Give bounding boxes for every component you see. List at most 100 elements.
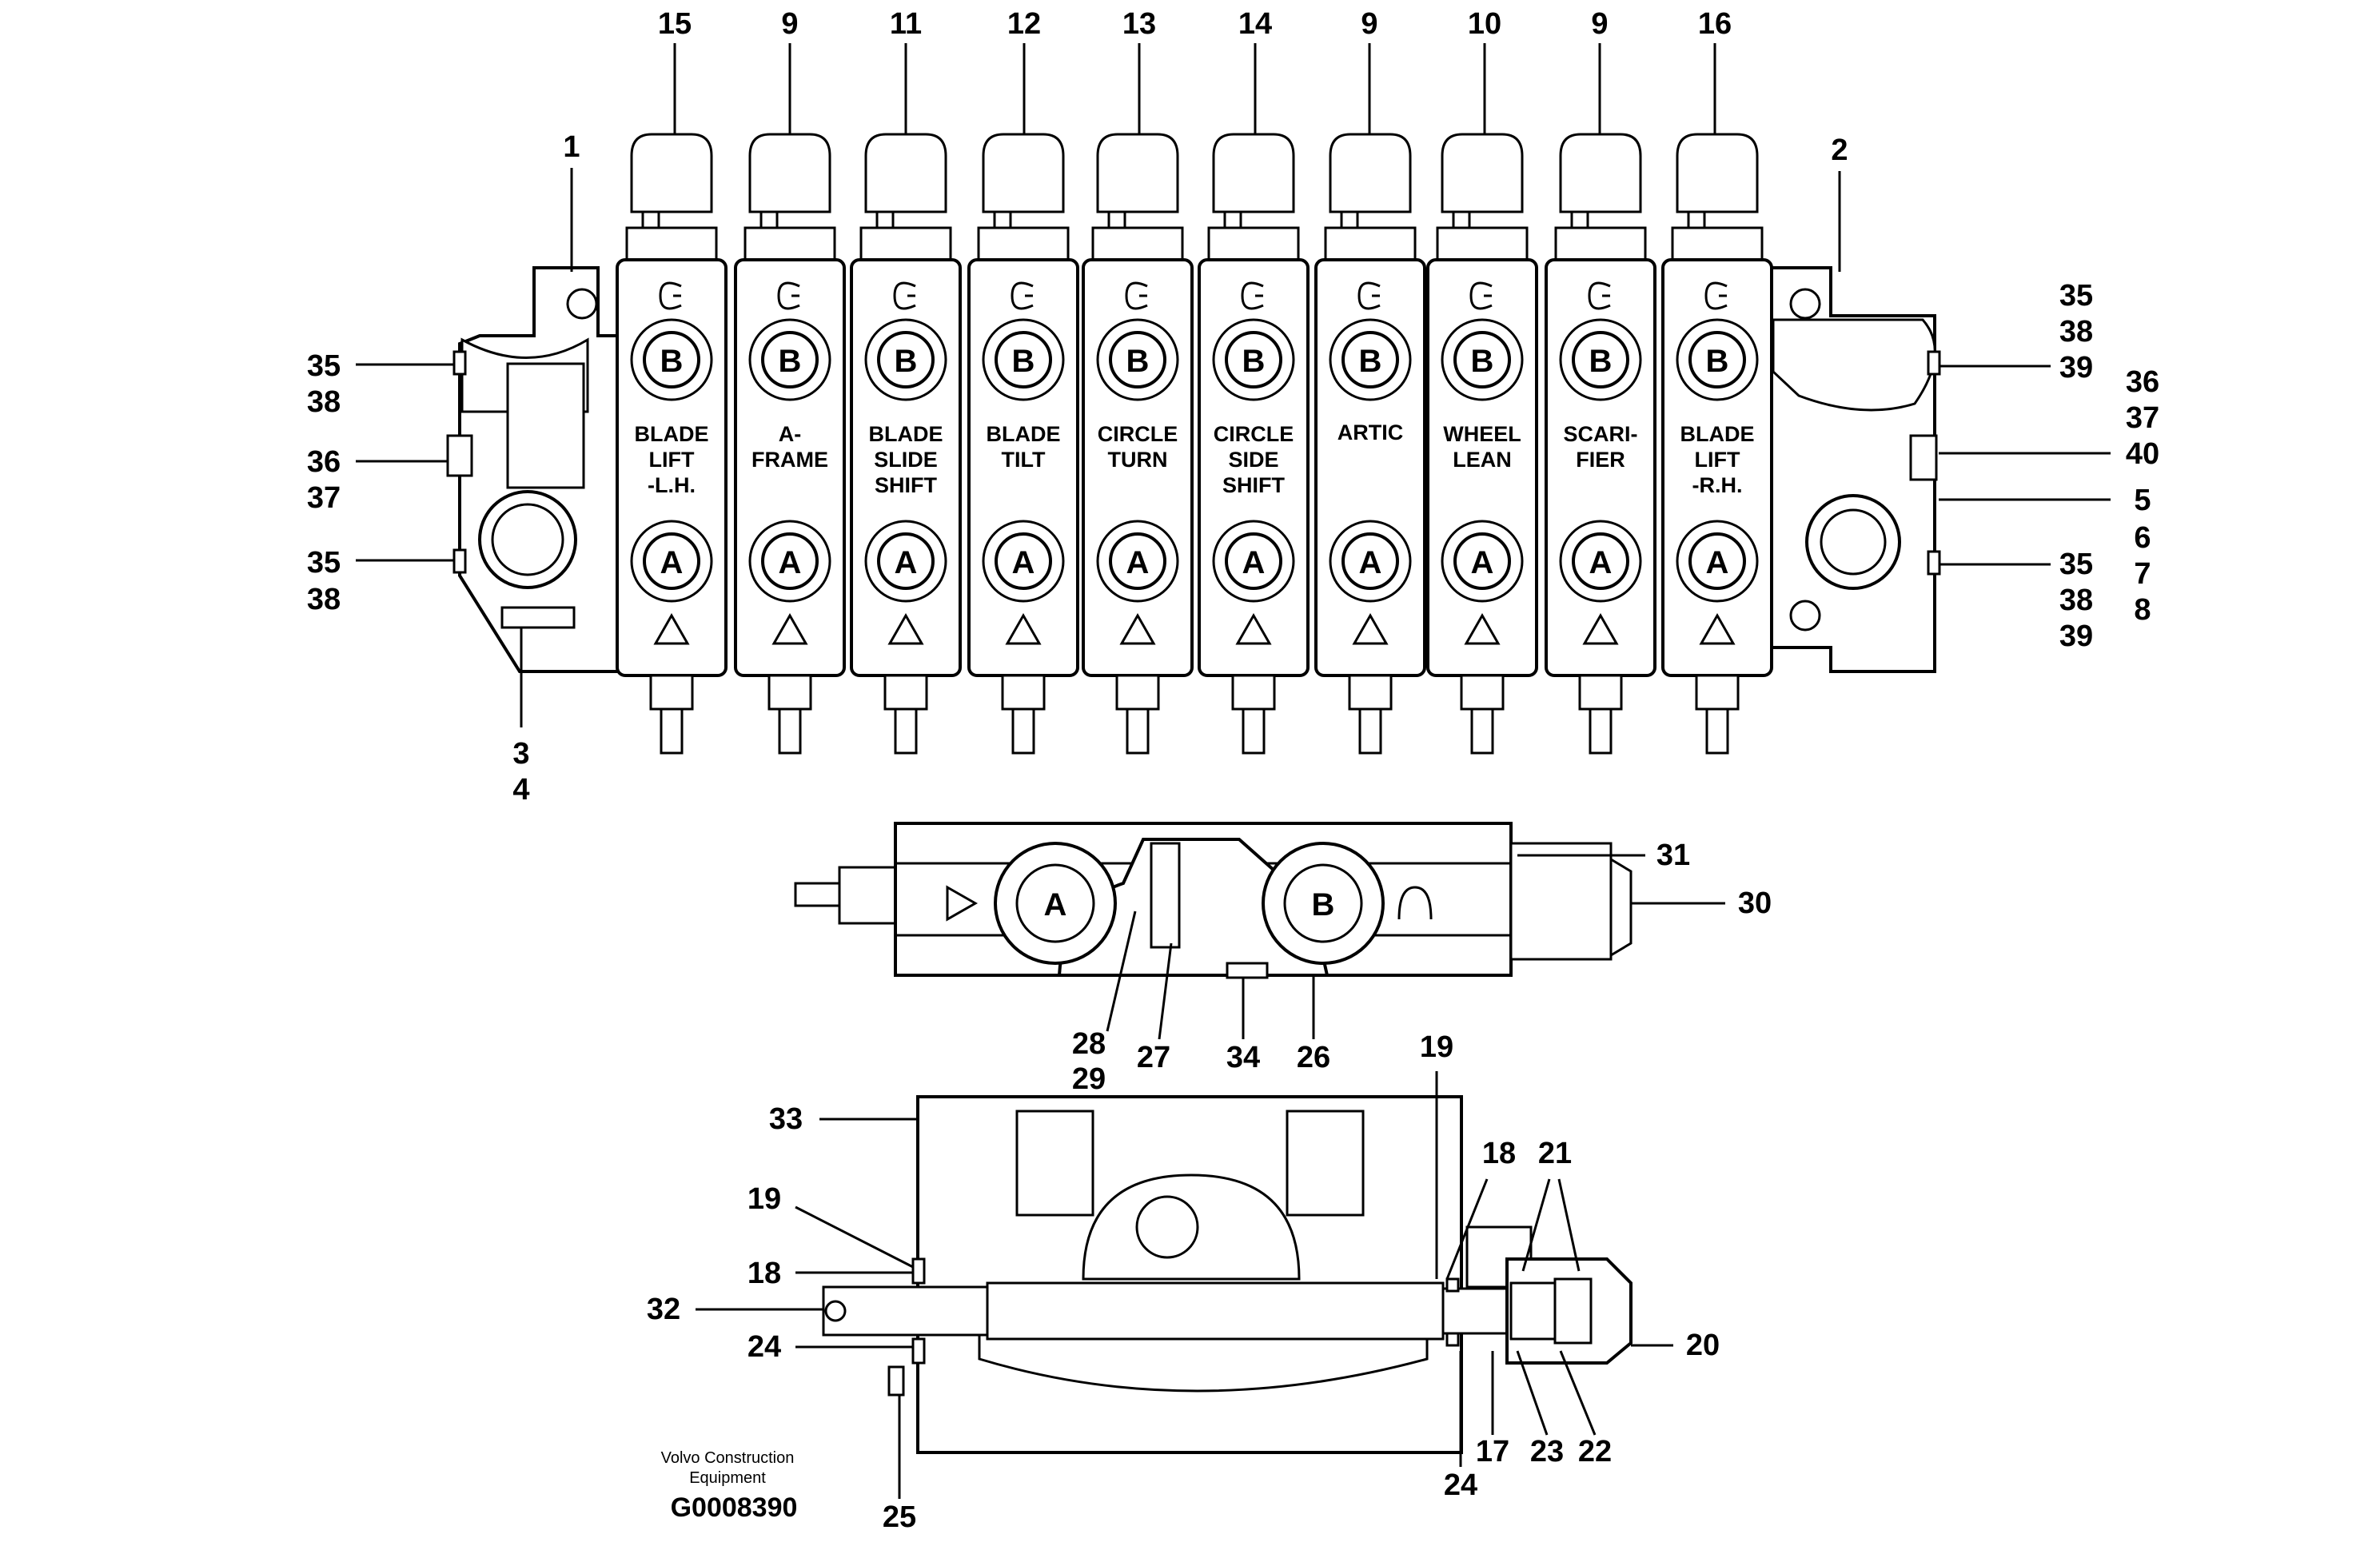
callout-number: 26 — [1297, 1041, 1330, 1074]
callout-number: 28 — [1072, 1027, 1106, 1061]
solenoid-tab — [1687, 210, 1706, 229]
inlet-bolt — [452, 350, 467, 376]
section-label: BLADE — [1680, 422, 1755, 446]
lower-passage — [978, 1325, 1429, 1393]
spool-end-cap — [838, 866, 897, 925]
spool-collar — [1115, 674, 1160, 711]
callout-number: 35 — [307, 546, 341, 580]
solenoid-tab — [641, 210, 660, 229]
callout-number: 38 — [307, 385, 341, 419]
callout-number: 17 — [1476, 1435, 1509, 1468]
callout-number: 14 — [1238, 7, 1272, 41]
side-port-a — [1015, 863, 1095, 943]
port-a — [643, 532, 700, 590]
solenoid-cap — [1096, 133, 1179, 213]
callout-number: 32 — [647, 1293, 680, 1326]
spool-end — [660, 707, 684, 755]
port-a — [1688, 532, 1746, 590]
callout-number: 22 — [1578, 1435, 1612, 1468]
port-b-label: B — [1706, 344, 1729, 379]
spool-collar — [1001, 674, 1046, 711]
valve-stack-top-view: BBLADELIFT-L.H.ABA-FRAMEABBLADESLIDESHIF… — [446, 133, 1941, 755]
port-a — [1109, 532, 1166, 590]
callout-number: 21 — [1538, 1137, 1572, 1170]
caption-company: Volvo Construction — [661, 1449, 795, 1467]
section-label: FIER — [1576, 448, 1625, 472]
spool-end — [1011, 707, 1035, 755]
section-label: FRAME — [751, 448, 828, 472]
spool-end — [1358, 707, 1382, 755]
section-label: -L.H. — [648, 473, 696, 497]
solenoid-cap — [748, 133, 831, 213]
inlet-boss — [506, 362, 585, 489]
spool-rod — [822, 1285, 989, 1337]
port-b — [995, 331, 1052, 389]
callout-number: 35 — [2059, 548, 2093, 581]
solenoid-base — [1436, 226, 1529, 261]
callout-number: 38 — [307, 583, 341, 616]
solenoid-base — [1091, 226, 1184, 261]
section-label: CIRCLE — [1098, 422, 1178, 446]
section-label: LIFT — [649, 448, 695, 472]
solenoid-tab — [1340, 210, 1359, 229]
callout-number: 4 — [512, 773, 529, 807]
callout-number: 18 — [1482, 1137, 1516, 1170]
port-b-label: B — [1242, 344, 1266, 379]
c-mark-icon — [1704, 281, 1728, 310]
port-cavity-left — [1015, 1110, 1094, 1217]
callout-number: 39 — [2059, 620, 2093, 653]
port-b — [877, 331, 935, 389]
o-ring — [1445, 1332, 1460, 1347]
callout-number: 30 — [1738, 887, 1772, 920]
port-b-label: B — [1589, 344, 1613, 379]
spool-end — [1589, 707, 1613, 755]
callout-number: 1 — [563, 130, 580, 164]
spool-collar — [1460, 674, 1505, 711]
spool-end — [1242, 707, 1266, 755]
arrow-triangle-icon — [887, 612, 924, 645]
callout-number: 9 — [1361, 7, 1377, 41]
solenoid-tab — [1107, 210, 1126, 229]
spool-collar — [1231, 674, 1276, 711]
arrow-triangle-icon — [1005, 612, 1042, 645]
callout-number: 27 — [1137, 1041, 1170, 1074]
callout-number: 37 — [2126, 401, 2159, 435]
outlet-cover — [1772, 318, 1936, 412]
callout-number: 25 — [883, 1500, 916, 1534]
spool-collar — [1578, 674, 1623, 711]
callout-number: 34 — [1226, 1041, 1260, 1074]
outlet-bolt — [1927, 350, 1941, 376]
spool-end — [1126, 707, 1150, 755]
inlet-port — [491, 503, 564, 576]
c-mark-icon — [1241, 281, 1264, 310]
inlet-nut — [446, 434, 473, 477]
port-b — [643, 331, 700, 389]
spool-collar — [649, 674, 694, 711]
callout-number: 35 — [307, 349, 341, 383]
callout-number: 13 — [1122, 7, 1156, 41]
section-label: ARTIC — [1338, 420, 1404, 444]
solenoid-tab — [875, 210, 895, 229]
callout-number: 20 — [1686, 1329, 1720, 1362]
c-mark-icon — [1469, 281, 1493, 310]
wiper-seal — [911, 1337, 926, 1365]
callout-number: 11 — [890, 7, 922, 41]
callout-number: 36 — [2126, 365, 2159, 399]
spring-seat — [1553, 1277, 1593, 1345]
solenoid-base — [859, 226, 952, 261]
section-label: BLADE — [635, 422, 709, 446]
solenoid-cap — [1676, 133, 1759, 213]
solenoid-cap — [1212, 133, 1295, 213]
section-label: WHEEL — [1443, 422, 1521, 446]
port-a-label: A — [1706, 545, 1729, 580]
side-c-mark — [1397, 886, 1433, 920]
port-b — [761, 331, 819, 389]
port-b-label: B — [779, 344, 802, 379]
callout-number: 40 — [2126, 437, 2159, 471]
port-b — [1453, 331, 1511, 389]
solenoid-tab — [759, 210, 779, 229]
